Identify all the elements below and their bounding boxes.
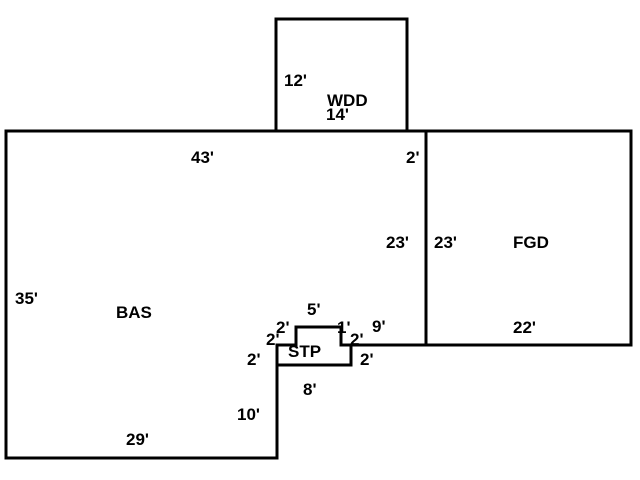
stp-bottom-label: 8' bbox=[303, 380, 317, 399]
stp-left-label: 2' bbox=[247, 350, 261, 369]
fgd-bottom-label: 22' bbox=[513, 318, 536, 337]
stp-right-upper-label: 1' bbox=[337, 318, 351, 337]
stp-top-label: 5' bbox=[307, 300, 321, 319]
wdd-label: WDD bbox=[327, 91, 368, 110]
fgd-left-label: 23' bbox=[434, 233, 457, 252]
wdd-width-label: 14' bbox=[326, 105, 349, 124]
stp-left-upper-label: 2' bbox=[276, 318, 290, 337]
bas-lower-right-label: 10' bbox=[237, 405, 260, 424]
stp-left-step-label: 2' bbox=[266, 330, 280, 349]
fgd-label: FGD bbox=[513, 233, 549, 252]
stp-label: STP bbox=[288, 342, 321, 361]
wdd-height-label: 12' bbox=[284, 71, 307, 90]
bas-left-label: 35' bbox=[15, 289, 38, 308]
bas-label: BAS bbox=[116, 303, 152, 322]
fgd-outline bbox=[351, 129, 633, 347]
bas-right-label: 23' bbox=[386, 233, 409, 252]
bas-bottom-label: 29' bbox=[126, 430, 149, 449]
bas-outline bbox=[4, 129, 426, 460]
bas-step-right-label: 9' bbox=[372, 317, 386, 336]
bas-top-offset-label: 2' bbox=[406, 148, 420, 167]
stp-right-step-label: 2' bbox=[350, 330, 364, 349]
stp-outline bbox=[275, 325, 353, 367]
stp-right-label: 2' bbox=[360, 350, 374, 369]
bas-top-label: 43' bbox=[191, 148, 214, 167]
